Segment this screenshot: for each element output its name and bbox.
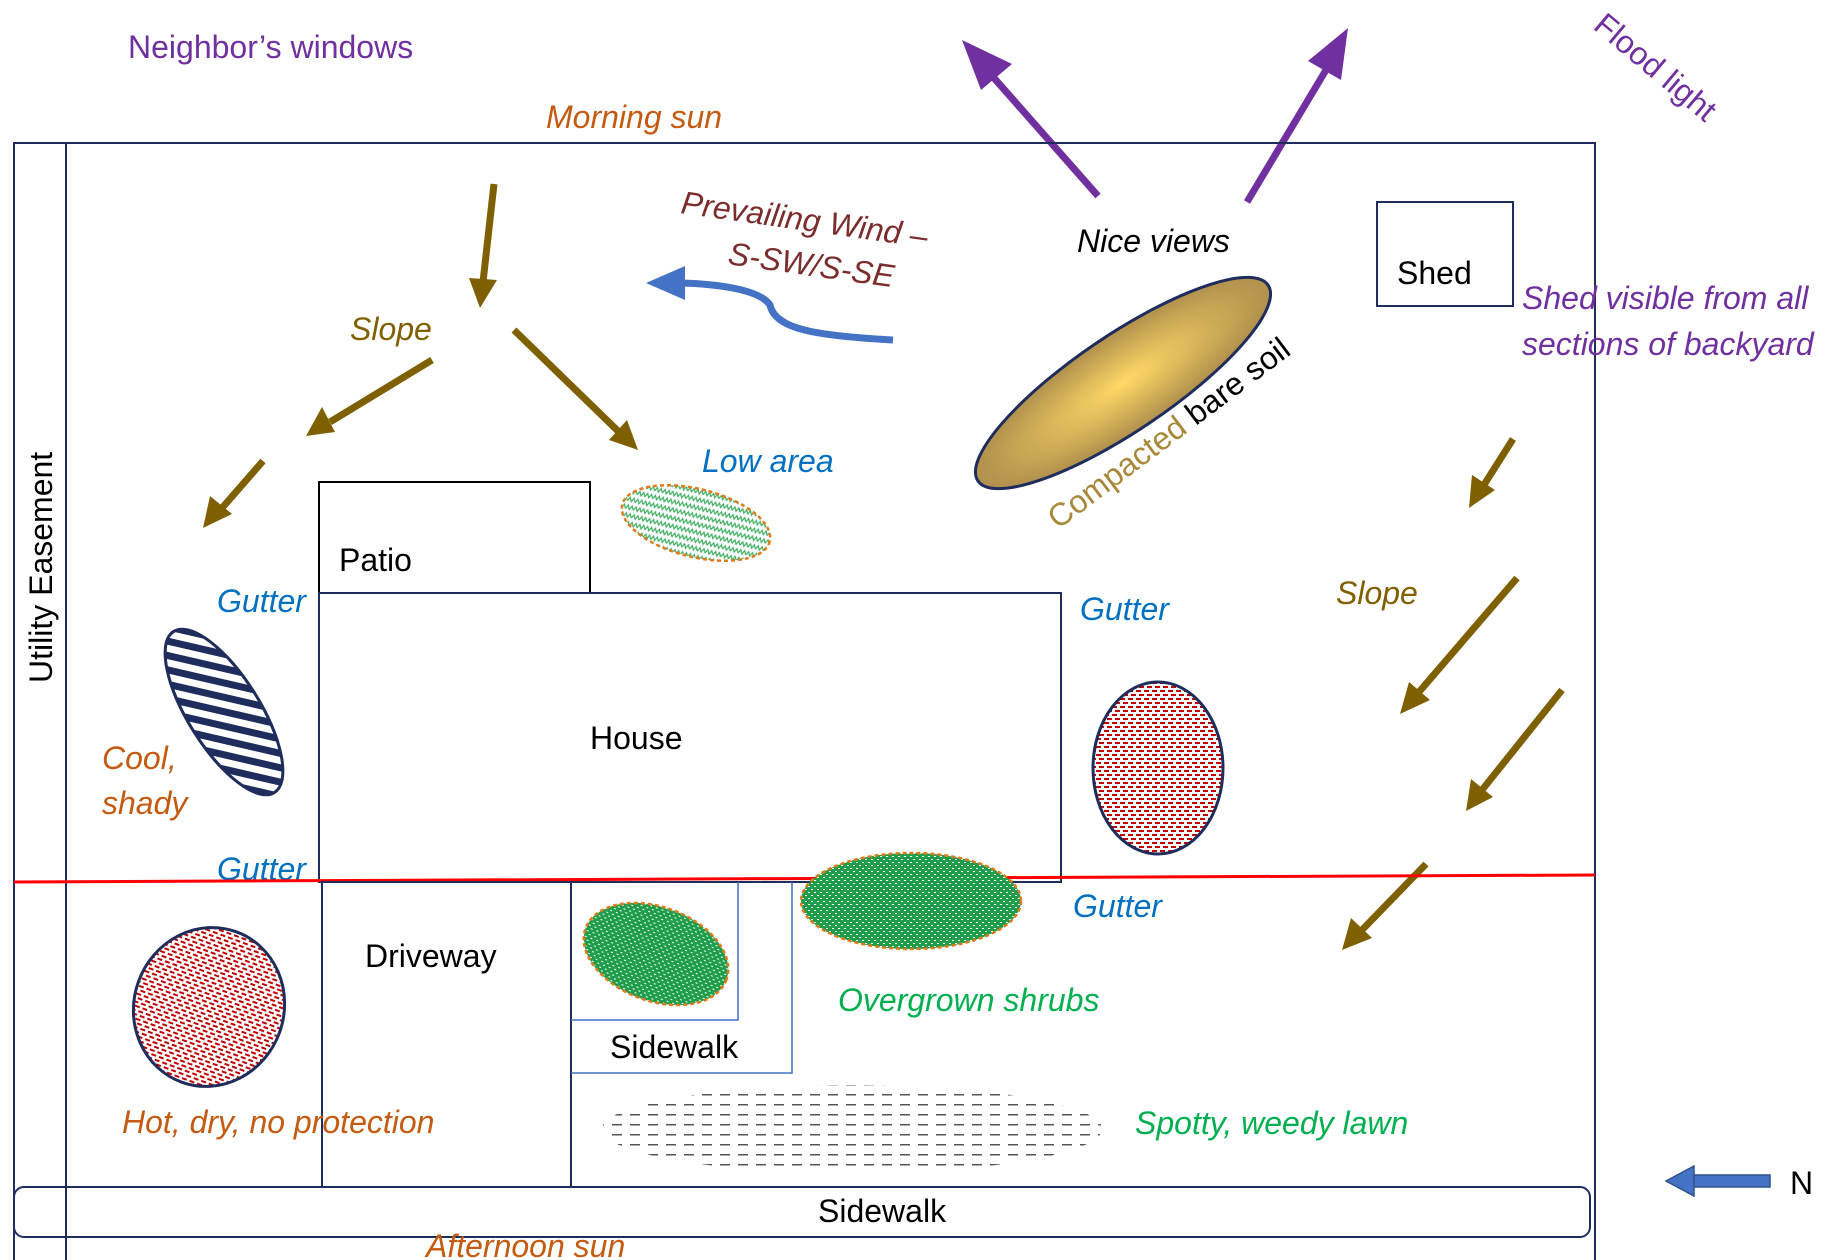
- spotty-lawn-area: [602, 1085, 1102, 1173]
- afternoon-sun-label: Afternoon sun: [424, 1228, 625, 1260]
- slope-label-right: Slope: [1336, 575, 1418, 611]
- wind-arrow: [646, 266, 894, 344]
- shrub-small: [582, 901, 730, 1007]
- red-hatched-area-right: [1091, 680, 1225, 856]
- cool-shady-label-line1: Cool,: [102, 740, 177, 776]
- shrub-large: [799, 851, 1023, 951]
- cool-shady-label-line2: shady: [102, 785, 189, 821]
- morning-sun-label: Morning sun: [546, 99, 722, 135]
- spotty-lawn-label: Spotty, weedy lawn: [1135, 1105, 1408, 1141]
- neighbors-windows-label: Neighbor’s windows: [128, 29, 413, 65]
- slope-arrow-left-1: [306, 357, 434, 436]
- overgrown-shrubs-label: Overgrown shrubs: [838, 982, 1099, 1018]
- gutter-label-top-right: Gutter: [1080, 591, 1170, 627]
- gutter-label-top-left: Gutter: [217, 583, 307, 619]
- gutter-label-bottom-right: Gutter: [1073, 888, 1163, 924]
- house: [318, 592, 1062, 883]
- view-arrow-left: [962, 40, 1101, 199]
- slope-arrow-right-c: [1466, 687, 1565, 811]
- slope-arrow-right-1: [511, 327, 638, 450]
- shed-visible-label-line2: sections of backyard: [1522, 326, 1815, 362]
- compacted-soil-area: [973, 275, 1273, 491]
- prevailing-wind-label-line1: Prevailing Wind –: [679, 184, 931, 254]
- bottom-sidewalk: [13, 1186, 1591, 1238]
- patio-label: Patio: [339, 542, 412, 578]
- slope-arrow-right-b: [1400, 575, 1520, 714]
- utility-easement-label: Utility Easement: [23, 452, 59, 683]
- hot-dry-label: Hot, dry, no protection: [122, 1104, 434, 1140]
- shed-label: Shed: [1397, 255, 1472, 291]
- patio: [318, 481, 591, 594]
- cool-shady-area: [163, 627, 285, 797]
- red-hatched-area-left: [131, 926, 287, 1088]
- slope-arrow-left-2: [203, 458, 266, 528]
- low-area-label: Low area: [702, 443, 834, 479]
- shed-visible-label-line1: Shed visible from all: [1522, 280, 1809, 316]
- slope-arrow-down: [469, 183, 498, 308]
- flood-light-label: Flood light: [1588, 6, 1724, 129]
- north-arrow-icon: [1664, 1164, 1771, 1198]
- slope-arrows-right: [1342, 437, 1565, 950]
- walkway-sidewalk-label: Sidewalk: [610, 1029, 739, 1065]
- slope-arrow-right-a: [1469, 437, 1516, 508]
- view-arrow-right: [1243, 28, 1348, 204]
- shed-box: [1376, 201, 1514, 307]
- property-boundary: [13, 142, 1596, 1260]
- driveway: [321, 881, 572, 1188]
- driveway-label: Driveway: [365, 938, 497, 974]
- front-walkway: [571, 882, 793, 1074]
- slope-arrows-upper: [203, 183, 638, 528]
- north-label: N: [1790, 1165, 1813, 1201]
- low-area: [620, 483, 772, 563]
- bottom-sidewalk-label: Sidewalk: [818, 1193, 947, 1229]
- house-label: House: [590, 720, 683, 756]
- nice-views-label: Nice views: [1077, 223, 1230, 259]
- slope-label-upper: Slope: [350, 311, 432, 347]
- front-back-divider-line: [13, 873, 1596, 884]
